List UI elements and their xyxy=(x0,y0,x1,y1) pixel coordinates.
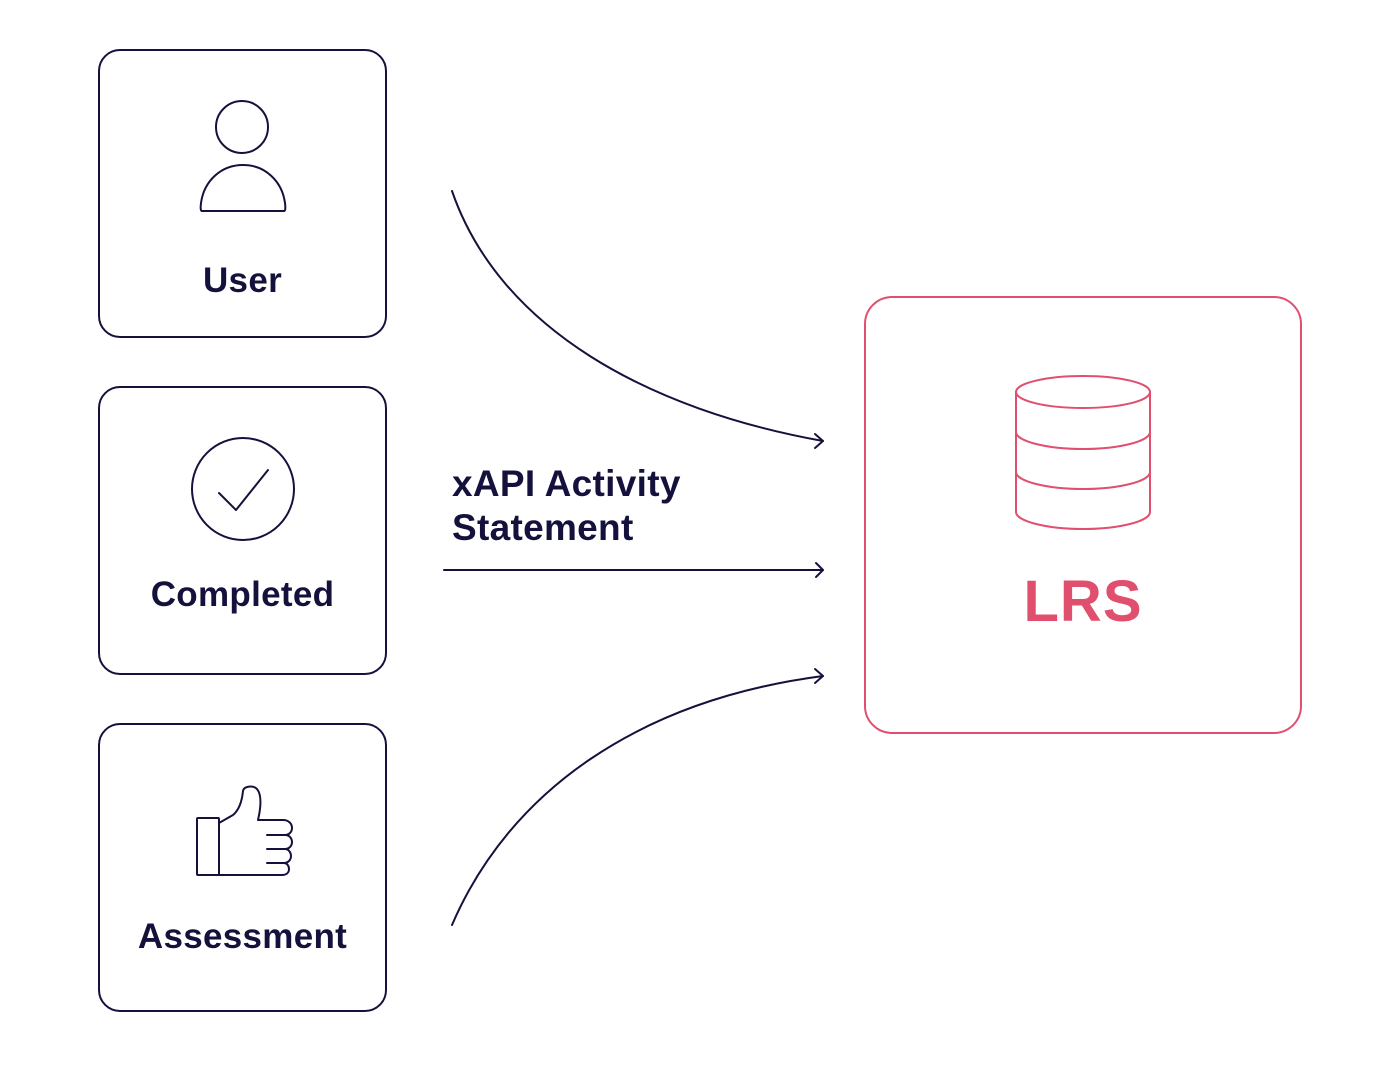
arrowhead-completed xyxy=(815,562,824,578)
target-box-lrs: LRS xyxy=(864,296,1302,734)
source-box-assessment: Assessment xyxy=(98,723,387,1012)
check-circle-icon xyxy=(100,435,385,543)
arrow-from-assessment xyxy=(451,675,824,926)
source-label: Assessment xyxy=(137,917,348,956)
database-icon xyxy=(866,374,1300,532)
connector-label: xAPI Activity Statement xyxy=(452,462,782,550)
source-label: Completed xyxy=(150,575,335,614)
connector-label-line-2: Statement xyxy=(452,507,634,548)
arrow-from-user xyxy=(451,190,824,442)
arrowhead-assessment xyxy=(814,668,824,684)
user-icon xyxy=(100,99,385,215)
source-box-user: User xyxy=(98,49,387,338)
source-label: User xyxy=(202,261,283,300)
arrowhead-user xyxy=(814,433,824,449)
source-box-completed: Completed xyxy=(98,386,387,675)
connector-label-line-1: xAPI Activity xyxy=(452,463,681,504)
target-label: LRS xyxy=(1023,569,1143,634)
thumbs-up-icon xyxy=(100,785,385,881)
